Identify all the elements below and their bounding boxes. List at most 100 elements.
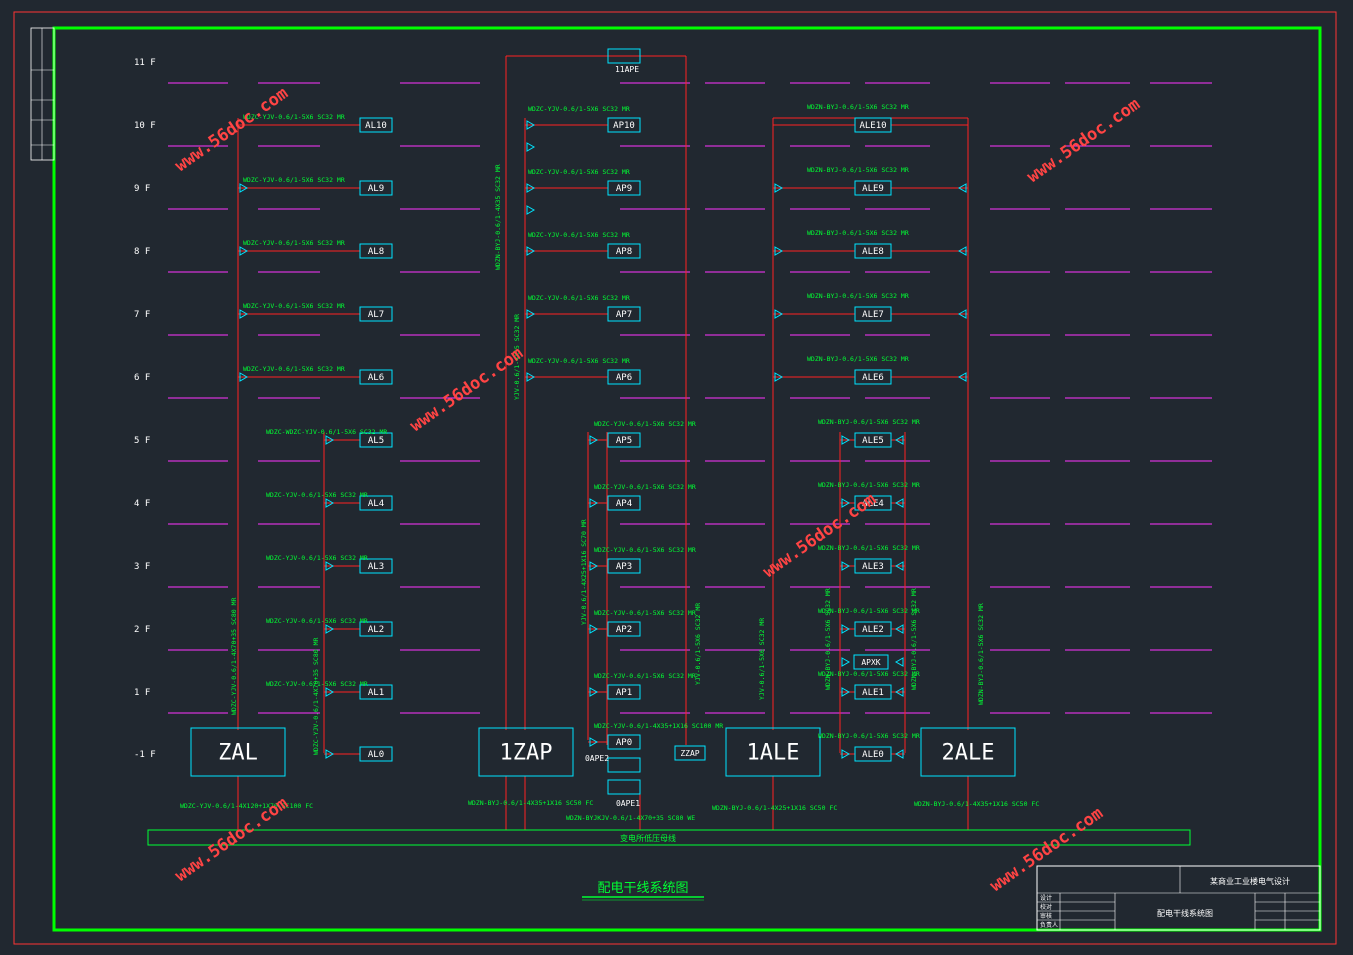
floor-label: 3 F xyxy=(134,562,150,572)
feed-arrow xyxy=(774,183,784,193)
panel-ale xyxy=(854,306,892,322)
drawing-name: 配电干线系统图 xyxy=(1157,908,1213,918)
panel-ale xyxy=(854,746,892,762)
floor-labels: 11 F10 F9 F8 F7 F6 F5 F4 F3 F2 F1 F-1 F xyxy=(134,58,156,760)
feed-arrow xyxy=(526,372,536,382)
panel-ale xyxy=(854,369,892,385)
cable-label: WDZN-BYJ-0.6/1-5X6 SC32 MR xyxy=(818,732,920,740)
panel-al xyxy=(359,306,393,322)
cable-label: YJV-0.6/1-5X6 SC32 MR xyxy=(694,603,702,685)
panel-al-label: AL3 xyxy=(368,562,384,572)
floor-label: 6 F xyxy=(134,373,150,383)
feed-arrow xyxy=(841,687,851,697)
cable-label: WDZC-YJV-0.6/1-4X120+1X70 SC100 FC xyxy=(180,802,313,810)
floor-label: 11 F xyxy=(134,58,156,68)
panel-ale-label: ALE3 xyxy=(862,562,884,572)
main-box-zal xyxy=(190,727,286,777)
cable-label: YJV-0.6/1-5X6 SC32 MR xyxy=(758,618,766,700)
feed-arrow xyxy=(526,246,536,256)
cable-label: WDZC-YJV-0.6/1-5X6 SC32 MR xyxy=(243,365,345,373)
main-box-2ale-label: 2ALE xyxy=(942,741,995,766)
cable-label: WDZN-BYJ-0.6/1-5X6 SC32 MR xyxy=(807,103,909,111)
feed-arrow xyxy=(894,749,904,759)
panel-ap-label: AP6 xyxy=(616,373,632,383)
floor-label: 2 F xyxy=(134,625,150,635)
feed-arrow xyxy=(774,309,784,319)
panel-al xyxy=(359,558,393,574)
cable-label: WDZC-YJV-0.6/1-4X70+35 SC80 MR xyxy=(312,638,320,755)
panel-al xyxy=(359,432,393,448)
cable-label: WDZN-BYJ-0.6/1-5X6 SC32 MR xyxy=(824,588,832,690)
panel-ale xyxy=(854,621,892,637)
cable-label: WDZN-BYJ-0.6/1-5X6 SC32 MR xyxy=(910,588,918,690)
cable-label: WDZN-BYJ-0.6/1-4X35+1X16 SC50 FC xyxy=(468,799,593,807)
feed-arrow xyxy=(841,749,851,759)
panel-al xyxy=(359,369,393,385)
feed-arrow xyxy=(774,246,784,256)
floor-label: 4 F xyxy=(134,499,150,509)
panel-ale xyxy=(854,684,892,700)
feed-arrow xyxy=(325,435,335,445)
panel-al xyxy=(359,117,393,133)
panel-ale xyxy=(854,243,892,259)
panel-ap-label: AP1 xyxy=(616,688,632,698)
panel-al-label: AL5 xyxy=(368,436,384,446)
cable-label: WDZN-BYJ-0.6/1-5X6 SC32 MR xyxy=(807,166,909,174)
panel-11ape-label: 11APE xyxy=(615,65,639,74)
panel-al xyxy=(359,684,393,700)
feed-arrow xyxy=(957,183,967,193)
cable-label: WDZN-BYJ-0.6/1-4X25+1X16 SC50 FC xyxy=(712,804,837,812)
floor-label: 1 F xyxy=(134,688,150,698)
panel-al-label: AL9 xyxy=(368,184,384,194)
feed-arrow xyxy=(325,498,335,508)
cable-label: WDZC-YJV-0.6/1-5X6 SC32 MR xyxy=(243,302,345,310)
cable-label: WDZC-YJV-0.6/1-5X6 SC32 MR xyxy=(266,680,368,688)
panel-ale-label: ALE10 xyxy=(859,121,886,131)
panel-ap xyxy=(607,117,641,133)
feed-arrow xyxy=(957,372,967,382)
main-box-2ale xyxy=(920,727,1016,777)
cable-label: WDZC-YJV-0.6/1-4X35+1X16 SC100 MR xyxy=(594,722,723,730)
main-box-1ale xyxy=(725,727,821,777)
panel-al xyxy=(359,621,393,637)
watermark-6: www.56doc.com xyxy=(986,803,1106,896)
feed-arrow xyxy=(526,183,536,193)
panel-ale-label: ALE9 xyxy=(862,184,884,194)
panel-zzap-label: ZZAP xyxy=(680,749,699,758)
panel-ale-label: ALE1 xyxy=(862,688,884,698)
feed-arrow xyxy=(239,246,249,256)
panel-ap xyxy=(607,306,641,322)
feed-arrow xyxy=(526,205,536,215)
panel-ap-label: AP10 xyxy=(613,121,635,131)
panel-al-label: AL8 xyxy=(368,247,384,257)
cable-label: WDZN-BYJ-0.6/1-5X6 SC32 MR xyxy=(807,292,909,300)
feed-arrow xyxy=(325,624,335,634)
wiring xyxy=(237,55,969,830)
panel-al xyxy=(359,180,393,196)
cable-label: WDZN-BYJ-0.6/1-5X6 SC32 MR xyxy=(818,544,920,552)
panel-ap-label: AP8 xyxy=(616,247,632,257)
floor-lines xyxy=(168,82,1212,714)
feed-arrow xyxy=(894,687,904,697)
floor-label: 5 F xyxy=(134,436,150,446)
cable-label: WDZN-BYJ-0.6/1-4X35+1X16 SC50 FC xyxy=(914,800,1039,808)
panel-0ape1 xyxy=(607,779,641,795)
feed-arrow xyxy=(589,498,599,508)
panel-0ape2-label: 0APE2 xyxy=(585,754,609,763)
panel-ap-label: AP3 xyxy=(616,562,632,572)
cable-label: WDZC-YJV-0.6/1-5X6 SC32 MR xyxy=(528,294,630,302)
panel-al-label: AL2 xyxy=(368,625,384,635)
panel-ap xyxy=(607,558,641,574)
feed-arrow xyxy=(841,435,851,445)
panel-al-label: AL6 xyxy=(368,373,384,383)
panel-ale xyxy=(854,117,892,133)
main-box-1zap-label: 1ZAP xyxy=(500,741,553,766)
cable-label: WDZN-BYJ-0.6/1-5X6 SC32 MR xyxy=(818,418,920,426)
panel-al xyxy=(359,243,393,259)
panel-ale xyxy=(854,558,892,574)
feed-arrow xyxy=(894,435,904,445)
cable-label: WDZN-BYJ-0.6/1-4X35 SC32 MR xyxy=(494,164,502,270)
cable-label: WDZN-BYJ-0.6/1-5X6 SC32 MR xyxy=(807,355,909,363)
outer-frame xyxy=(13,11,1337,945)
feed-arrow xyxy=(957,246,967,256)
